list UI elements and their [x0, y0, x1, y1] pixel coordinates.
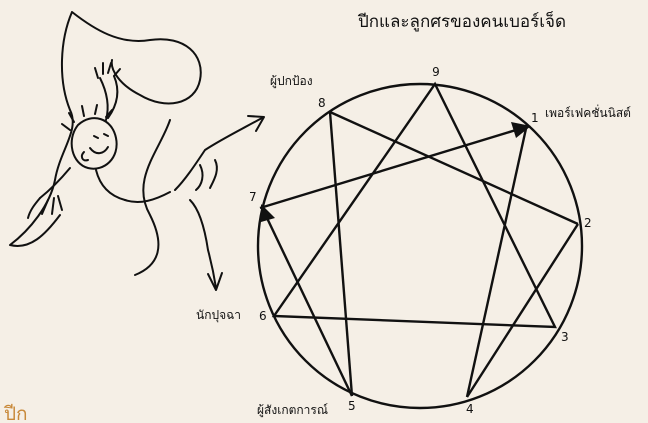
number-8: 8 [318, 96, 326, 110]
number-9: 9 [432, 65, 440, 79]
lower-hand [28, 196, 62, 218]
ear [82, 152, 88, 160]
number-7: 7 [249, 190, 257, 204]
smile [90, 147, 108, 153]
motion-strokes [196, 160, 217, 190]
label-point-6: นักปุจฉา [196, 308, 241, 323]
enneagram-circle [258, 84, 582, 408]
number-3: 3 [561, 330, 569, 344]
person-illustration [10, 12, 264, 290]
diagram-title: ปีกและลูกศรของคนเบอร์เจ็ด [357, 10, 566, 32]
line-2-8 [330, 112, 578, 224]
torso [40, 168, 125, 200]
arrow-shaft-upper [175, 118, 262, 190]
arrow-shaft-lower [190, 200, 216, 288]
number-6: 6 [259, 309, 267, 323]
leg [125, 192, 170, 202]
number-4: 4 [466, 402, 474, 416]
corner-label: ปีก [3, 403, 27, 423]
ribbon-line [10, 12, 201, 246]
line-8-5 [330, 112, 352, 396]
number-2: 2 [584, 216, 592, 230]
label-point-8: ผู้ปกป้อง [270, 74, 313, 89]
label-point-5: ผู้สังเกตการณ์ [257, 403, 328, 418]
number-1: 1 [531, 111, 539, 125]
ribbon-tail [135, 120, 170, 275]
eyes [94, 134, 108, 138]
label-point-1: เพอร์เฟคชั่นนิสต์ [545, 104, 631, 120]
number-5: 5 [348, 399, 356, 413]
head-outline [72, 118, 117, 169]
